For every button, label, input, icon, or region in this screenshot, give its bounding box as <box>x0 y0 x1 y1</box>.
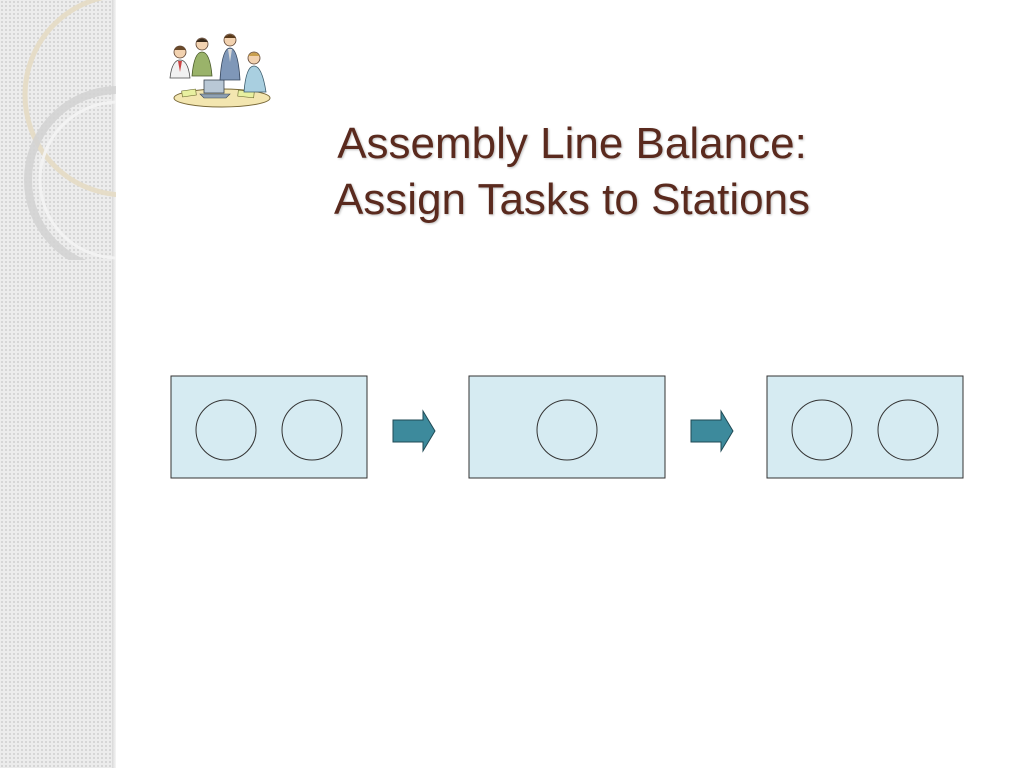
decorative-rings <box>22 0 116 260</box>
slide-title-line-2: Assign Tasks to Stations <box>333 175 811 224</box>
flow-arrow-icon <box>690 409 734 453</box>
side-panel-edge <box>112 0 116 768</box>
task-circle <box>195 399 257 461</box>
task-circle <box>877 399 939 461</box>
business-team-icon <box>169 33 271 108</box>
side-pattern-panel <box>0 0 112 768</box>
station-flow-diagram <box>170 375 964 479</box>
task-circle <box>791 399 853 461</box>
slide-title: Assembly Line Balance: Assign Tasks to S… <box>200 116 944 228</box>
flow-arrow-icon <box>392 409 436 453</box>
task-circle <box>281 399 343 461</box>
slide-title-line-1: Assembly Line Balance: <box>337 119 807 168</box>
task-circle <box>536 399 598 461</box>
